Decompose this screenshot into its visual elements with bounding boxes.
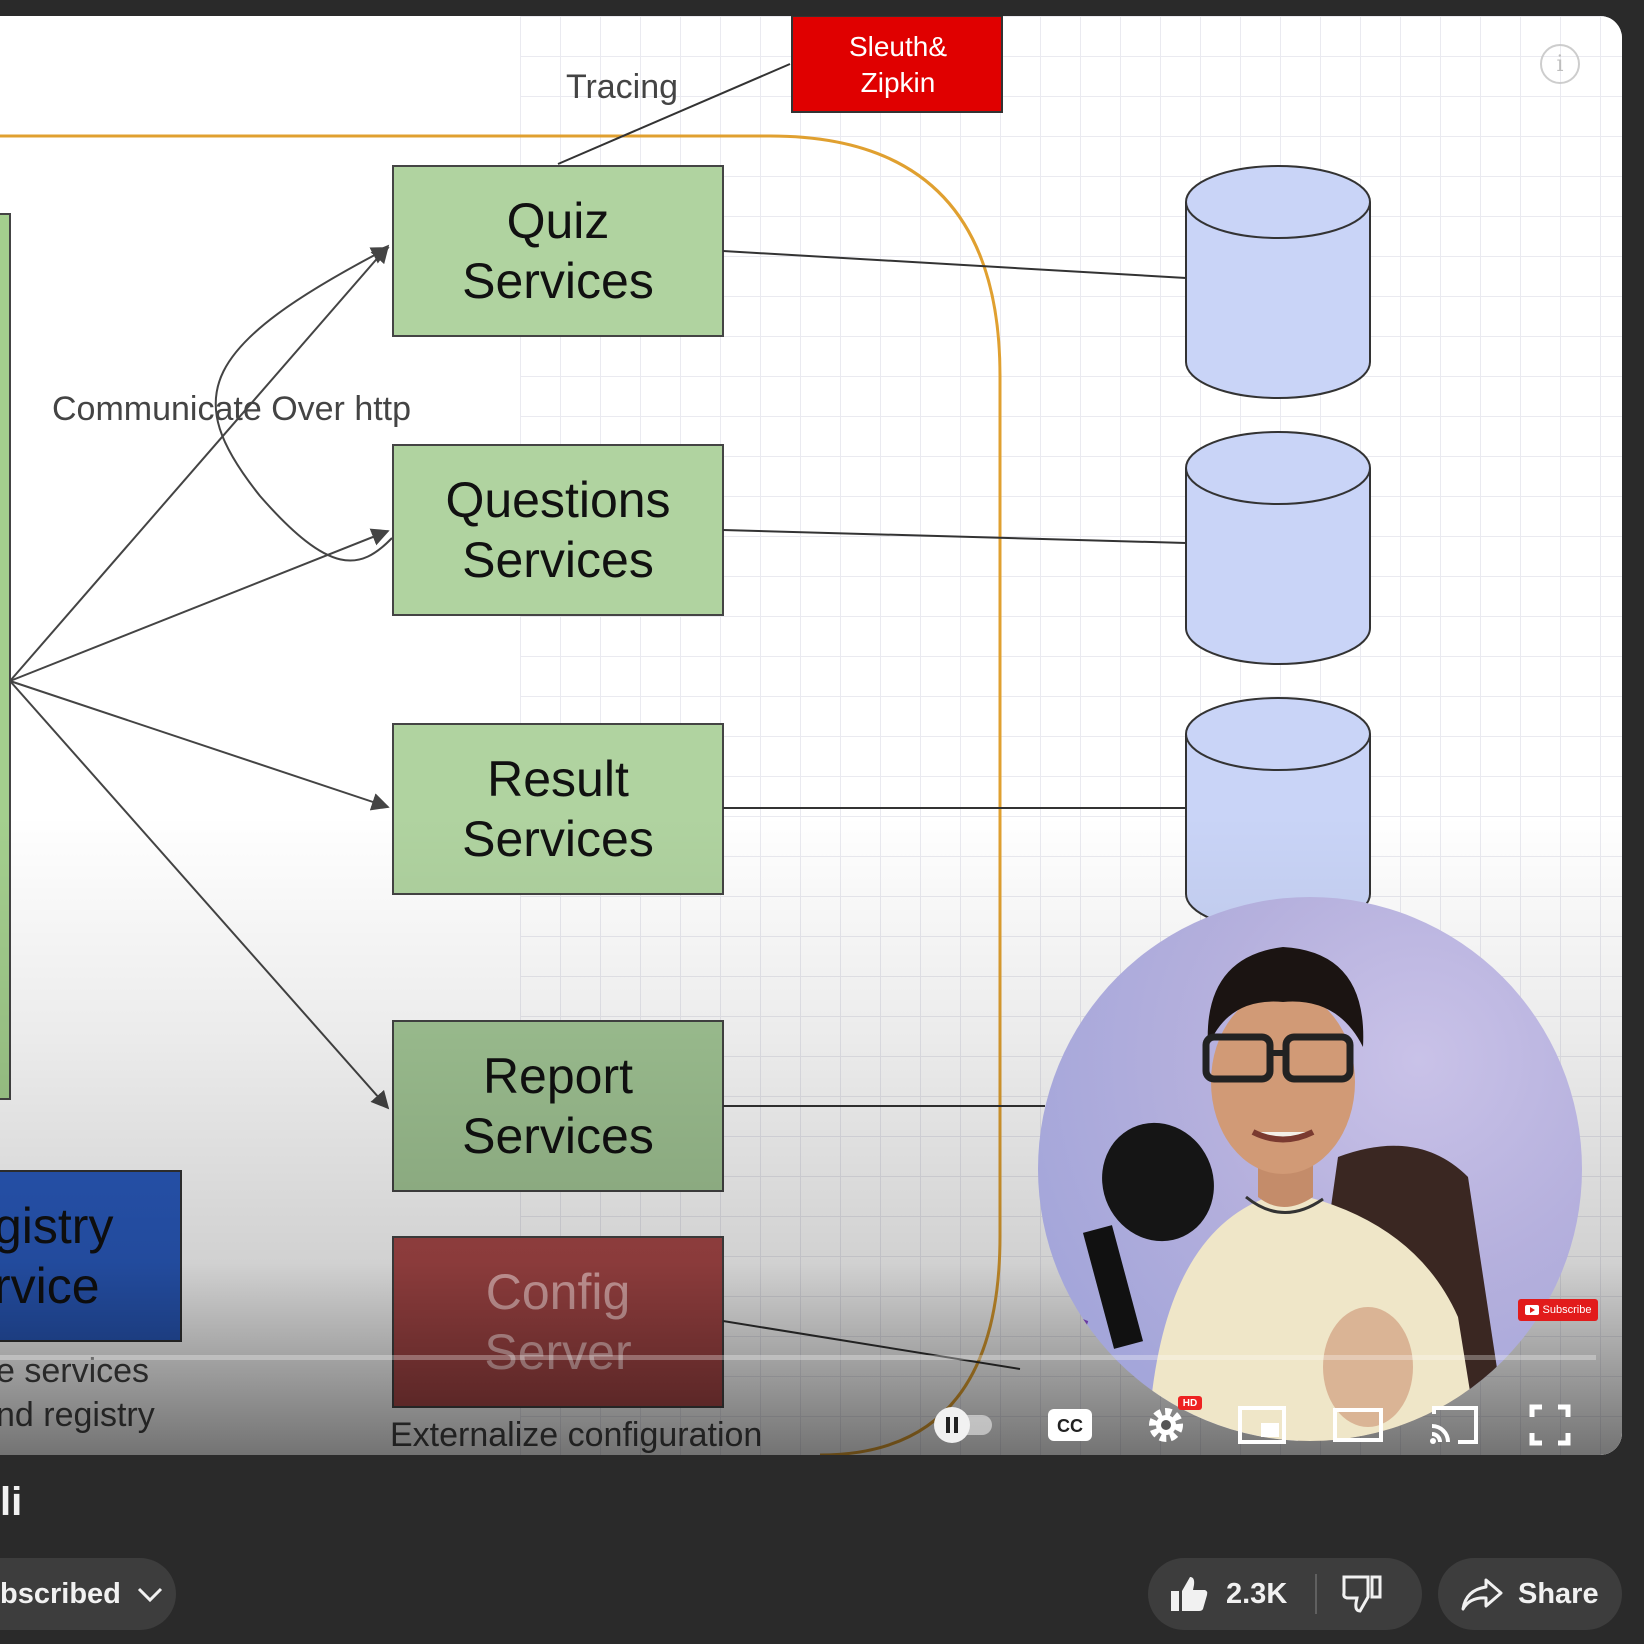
externalize-caption: Externalize configuration <box>390 1416 762 1454</box>
svg-text:rvice: rvice <box>0 1258 100 1314</box>
communicate-label: Communicate Over http <box>52 390 411 428</box>
arrow-to-result <box>9 680 390 811</box>
dislike-button[interactable] <box>1341 1573 1383 1615</box>
svg-text:Questions: Questions <box>445 472 670 528</box>
quiz-services-box: Quiz Services <box>392 165 724 337</box>
sleuth-zipkin-box <box>791 16 1003 113</box>
share-button[interactable]: Share <box>1438 1558 1622 1630</box>
svg-text:Services: Services <box>462 1108 654 1164</box>
registry-caption-2: nd registry <box>0 1396 155 1434</box>
fullscreen-icon <box>1529 1404 1571 1446</box>
cast-icon <box>1430 1406 1478 1444</box>
svg-text:Services: Services <box>462 253 654 309</box>
progress-bar[interactable] <box>0 1355 1596 1360</box>
captions-button[interactable]: CC <box>1044 1402 1096 1448</box>
svg-text:gistry: gistry <box>0 1198 113 1254</box>
share-label: Share <box>1518 1577 1599 1610</box>
config-server-box: Config Server <box>392 1236 724 1408</box>
gear-icon <box>1149 1408 1183 1442</box>
sleuth-label: Sleuth& <box>849 31 947 62</box>
pause-icon <box>946 1417 950 1433</box>
gateway-box <box>0 213 11 1100</box>
result-database <box>1185 697 1371 931</box>
like-count: 2.3K <box>1226 1577 1288 1610</box>
registry-service-box: gistry rvice <box>0 1170 182 1342</box>
tracing-label: Tracing <box>566 68 678 106</box>
like-button[interactable]: 2.3K <box>1168 1573 1287 1615</box>
info-icon[interactable]: i <box>1540 44 1580 84</box>
autoplay-toggle[interactable] <box>930 1402 1000 1448</box>
svg-text:CC: CC <box>1057 1416 1083 1436</box>
youtube-icon <box>1524 1305 1539 1315</box>
subscribed-button[interactable]: bscribed <box>0 1558 176 1630</box>
svg-text:Services: Services <box>462 532 654 588</box>
captions-icon: CC <box>1048 1409 1092 1441</box>
svg-text:Config: Config <box>486 1264 631 1320</box>
miniplayer-button[interactable] <box>1234 1402 1290 1448</box>
subscribe-watermark[interactable]: Subscribe <box>1518 1299 1598 1321</box>
svg-text:Report: Report <box>483 1048 633 1104</box>
theater-button[interactable] <box>1330 1402 1386 1448</box>
svg-text:Result: Result <box>487 751 629 807</box>
chevron-down-icon <box>137 1587 162 1603</box>
theater-icon <box>1333 1408 1383 1442</box>
report-services-box: Report Services <box>392 1020 724 1192</box>
video-player[interactable]: Sleuth& Zipkin Tracing Communicate Over … <box>0 16 1622 1455</box>
thumbs-down-icon <box>1342 1575 1382 1613</box>
like-divider <box>1315 1574 1317 1614</box>
questions-services-box: Questions Services <box>392 444 724 616</box>
thumbs-up-icon <box>1171 1577 1208 1611</box>
svg-text:Quiz: Quiz <box>507 193 610 249</box>
arrow-to-questions <box>9 528 390 682</box>
result-services-box: Result Services <box>392 723 724 895</box>
quiz-database <box>1185 165 1371 399</box>
cast-button[interactable] <box>1426 1402 1482 1448</box>
like-dislike-group: 2.3K <box>1148 1558 1422 1630</box>
questions-db-line <box>722 529 1187 544</box>
miniplayer-icon <box>1238 1406 1286 1444</box>
arrow-to-quiz <box>9 244 390 682</box>
questions-database <box>1185 431 1371 665</box>
zipkin-label: Zipkin <box>861 67 936 98</box>
share-icon <box>1461 1578 1503 1611</box>
svg-text:Services: Services <box>462 811 654 867</box>
subscribed-label: bscribed <box>0 1577 121 1610</box>
tracing-line <box>557 63 791 165</box>
fullscreen-button[interactable] <box>1522 1402 1578 1448</box>
quiz-db-line <box>722 250 1187 279</box>
hd-badge: HD <box>1178 1396 1202 1410</box>
svg-text:Server: Server <box>484 1324 631 1380</box>
video-title: li <box>0 1480 23 1524</box>
quiz-questions-link <box>214 247 393 562</box>
settings-button[interactable] <box>1138 1402 1194 1448</box>
